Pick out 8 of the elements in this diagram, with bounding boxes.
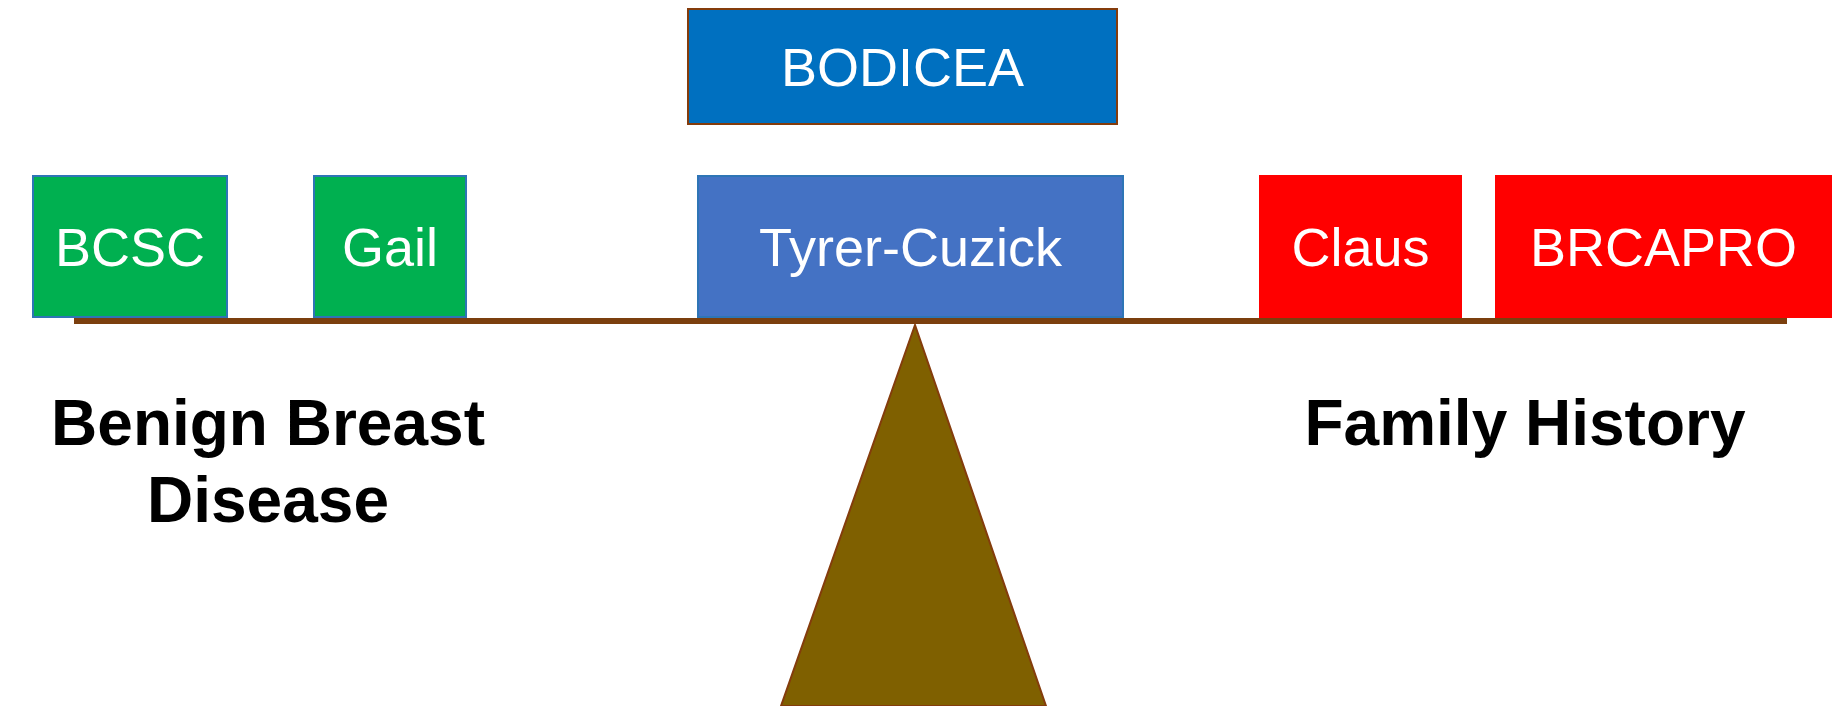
side-label: Family History	[1303, 386, 1747, 461]
model-box: Tyrer-Cuzick	[697, 175, 1124, 318]
model-box: BODICEA	[687, 8, 1118, 125]
model-box: Gail	[313, 175, 467, 318]
model-box: BRCAPRO	[1495, 175, 1832, 318]
model-box: BCSC	[32, 175, 228, 318]
side-label: Benign Breast Disease	[50, 386, 486, 538]
model-box: Claus	[1259, 175, 1462, 318]
